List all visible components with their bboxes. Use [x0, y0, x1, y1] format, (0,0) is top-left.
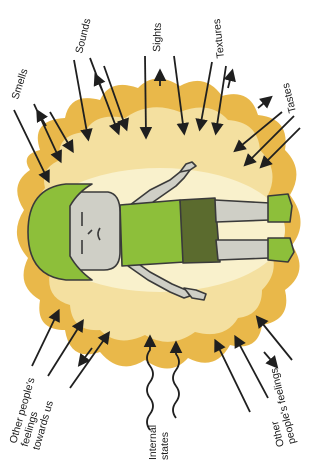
label-internal-states-line-1: Internal [147, 425, 159, 460]
label-textures: Textures [211, 18, 227, 59]
others-feelings-arrow-2 [236, 338, 268, 398]
label-sights: Sights [151, 23, 164, 53]
taste-out-arrow [258, 98, 270, 108]
others-feelings-out-arrow [264, 352, 276, 366]
label-others-towards-us: Other people's feelings towards us [7, 373, 61, 451]
label-internal-states: Internal states [147, 422, 171, 460]
right-shoe [268, 238, 294, 262]
label-others-feelings: Other people's feelings [256, 367, 298, 448]
left-shoe [268, 194, 292, 222]
label-tastes: Tastes [280, 82, 299, 114]
left-leg [215, 200, 270, 222]
sound-out-arrow [96, 76, 102, 90]
others-feelings-arrow-3 [258, 318, 292, 360]
smell-out-arrow [38, 112, 46, 126]
label-smells: Smells [9, 67, 30, 101]
sight-arrow-1 [145, 56, 146, 136]
right-leg [216, 240, 270, 260]
label-sounds: Sounds [73, 17, 93, 54]
texture-out-arrow [228, 72, 232, 88]
shorts [180, 198, 220, 263]
others-feelings-arrow-1 [216, 342, 250, 412]
shirt [120, 200, 185, 266]
label-internal-states-line-2: states [159, 432, 171, 460]
